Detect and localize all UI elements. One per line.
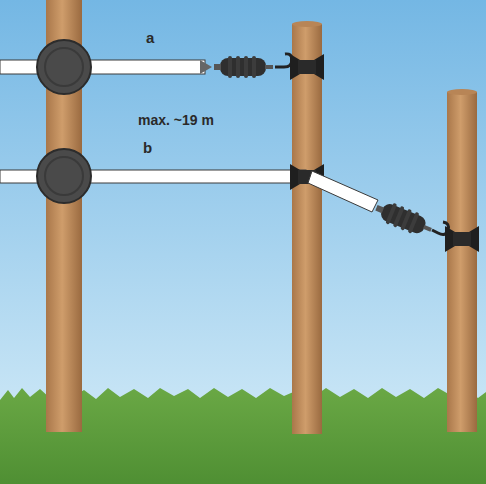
part-letter: a bbox=[146, 30, 154, 45]
dimension-label: max. ~19 m bbox=[138, 113, 214, 127]
part-letter: b bbox=[143, 140, 152, 155]
